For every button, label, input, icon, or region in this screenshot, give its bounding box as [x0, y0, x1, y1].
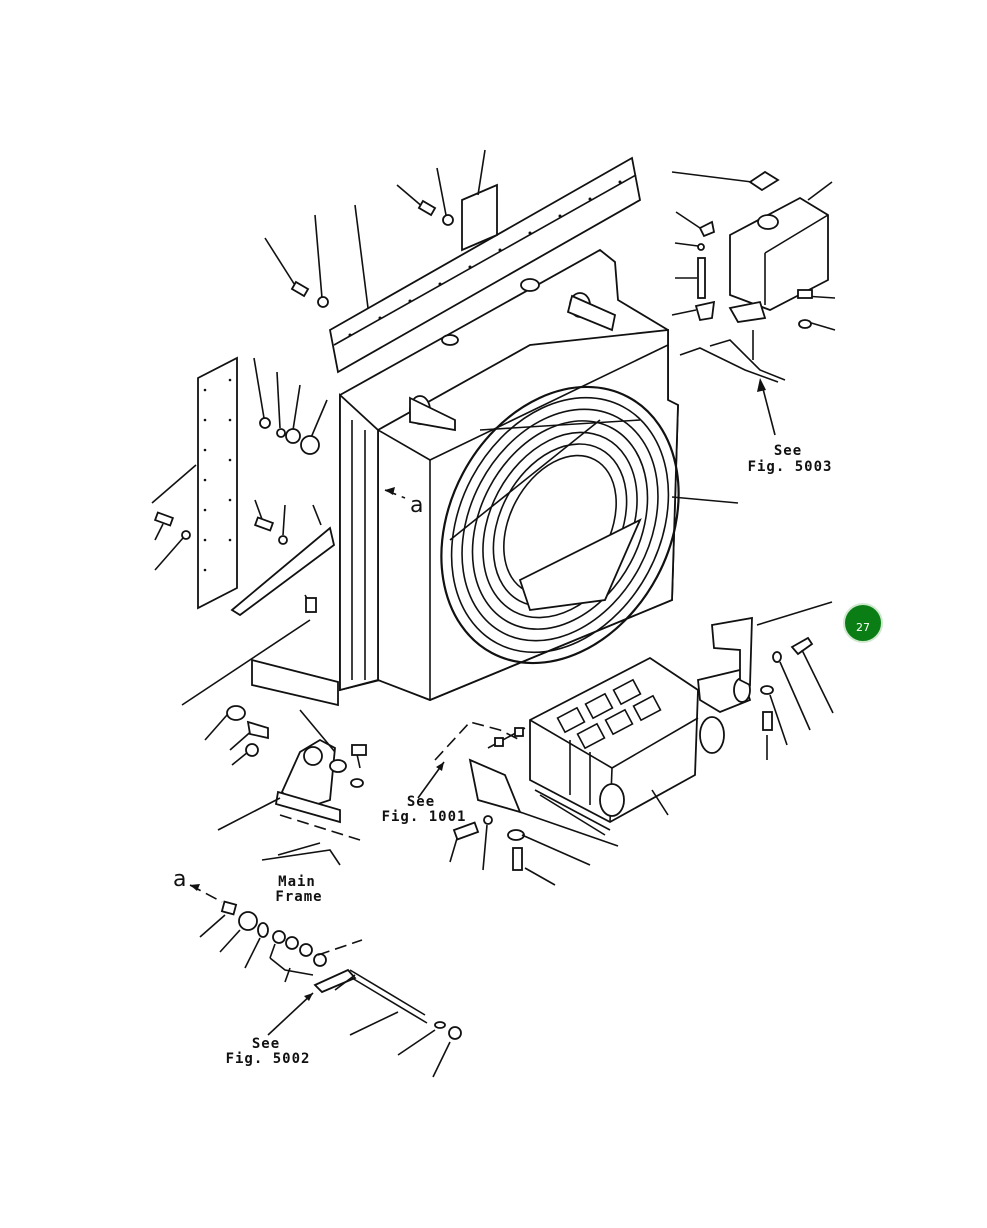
svg-text:a: a	[173, 867, 186, 892]
see-fig-1001-line1: See	[407, 794, 435, 810]
fasteners-upper-left	[151, 149, 486, 571]
see-fig-5003-line1: See	[774, 443, 802, 459]
main-frame-line1: Main	[278, 874, 316, 890]
fan-guard	[440, 385, 680, 665]
reservoir-tank	[671, 170, 836, 436]
see-fig-1001-line2: Fig. 1001	[382, 809, 467, 825]
svg-text:a: a	[410, 493, 423, 518]
lower-left-mount	[181, 594, 367, 866]
page-number-badge[interactable]: 27	[843, 603, 883, 643]
see-fig-5003-line2: Fig. 5003	[748, 459, 833, 475]
bottom-linkage: a	[173, 867, 462, 1078]
cooler-bracket	[417, 721, 619, 886]
top-plate	[461, 183, 498, 252]
main-frame-line2: Frame	[275, 889, 322, 905]
leader-radiator	[671, 496, 739, 504]
callout-a-top: a	[384, 487, 423, 518]
see-fig-5002-line2: Fig. 5002	[226, 1051, 311, 1067]
cooler-assembly	[529, 601, 834, 836]
see-fig-5002-line1: See	[252, 1036, 280, 1052]
svg-text:27: 27	[856, 621, 870, 634]
left-side-panel	[197, 356, 336, 617]
top-rail-bar	[328, 156, 642, 374]
